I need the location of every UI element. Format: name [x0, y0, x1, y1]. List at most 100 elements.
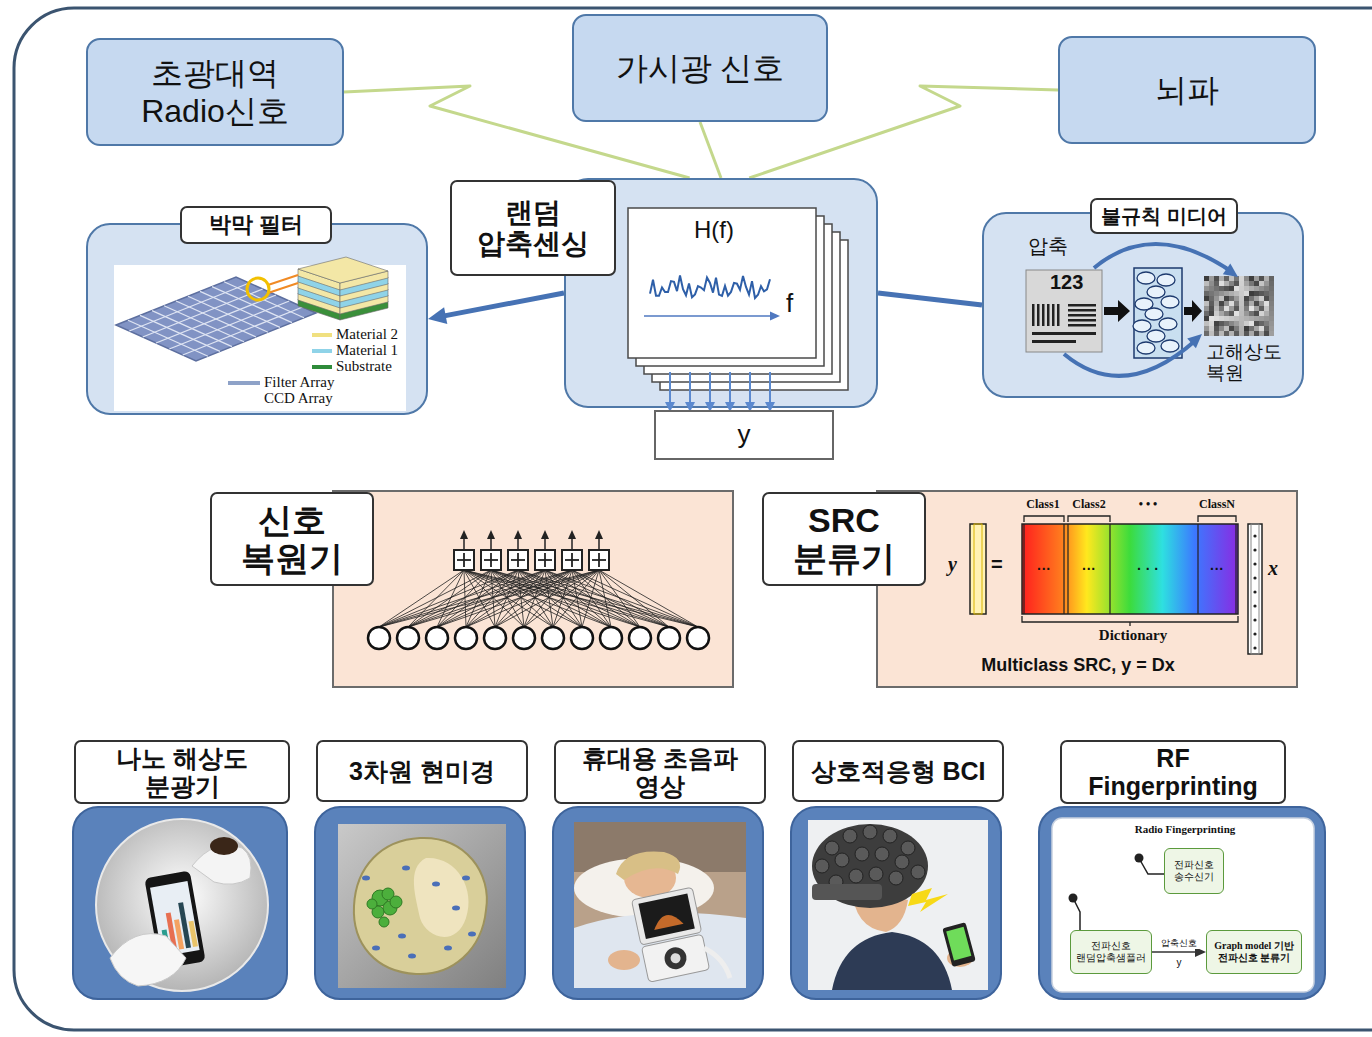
- art-rect: [1209, 326, 1214, 331]
- art-rect: [1214, 311, 1219, 316]
- art-line: [571, 538, 573, 550]
- art-circle: [390, 896, 402, 908]
- art-rect: [1244, 291, 1249, 296]
- art-line: [408, 570, 545, 627]
- art-ellipse: [468, 932, 476, 937]
- art-rect: [1244, 311, 1249, 316]
- art-path: [568, 530, 576, 539]
- art-rect: [1032, 304, 1035, 326]
- art-rect: [1269, 291, 1274, 296]
- art-polygon: [116, 277, 316, 361]
- art-rect: [1239, 331, 1244, 336]
- art-rect: [1269, 316, 1274, 321]
- art-rect: [1234, 321, 1239, 326]
- art-rect: [1244, 331, 1249, 336]
- art-rect: [1229, 281, 1234, 286]
- art-circle: [849, 869, 863, 883]
- box-label: 초광대역 Radio신호: [88, 50, 342, 135]
- art-rect: [1209, 316, 1214, 321]
- art-rect: [1249, 296, 1254, 301]
- art-path: [1024, 516, 1064, 522]
- art-rect: [1219, 326, 1224, 331]
- label-slot: · · ·: [1128, 562, 1168, 576]
- connector: [440, 293, 564, 317]
- art-rect: [1224, 321, 1229, 326]
- art-rect: [1264, 291, 1269, 296]
- algorithm-panel: 신호 복원기: [332, 490, 734, 688]
- art-rect: [1239, 321, 1244, 326]
- art-rect: [1269, 286, 1274, 291]
- label-slot: H(f): [694, 218, 734, 242]
- art-rect: [942, 922, 976, 967]
- panel-title: 나노 해상도 분광기: [86, 744, 278, 800]
- art-rect: [1214, 306, 1219, 311]
- arrow-head: [428, 307, 447, 324]
- art-circle: [96, 819, 268, 991]
- art-rect: [1264, 296, 1269, 301]
- art-rect: [338, 824, 506, 988]
- art-rect: [1269, 311, 1274, 316]
- art-circle: [1253, 604, 1256, 607]
- art-line: [408, 570, 518, 627]
- art-path: [1198, 516, 1236, 522]
- heading-tab: SRC 분류기: [762, 492, 926, 586]
- art-rect: [1052, 304, 1055, 326]
- art-line: [463, 553, 465, 567]
- node-illustration: [334, 492, 736, 690]
- art-line: [599, 570, 698, 627]
- art-rect: [1244, 326, 1249, 331]
- art-rect: [1244, 296, 1249, 301]
- art-rect: [1269, 276, 1274, 281]
- art-rect: [1254, 286, 1259, 291]
- art-circle: [911, 865, 925, 879]
- signal-source-box: 초광대역 Radio신호: [86, 38, 344, 146]
- art-rect: [1259, 291, 1264, 296]
- figure-label: x: [1268, 558, 1278, 578]
- art-rect: [535, 550, 555, 570]
- heading-tab: 3차원 현미경: [316, 740, 528, 802]
- art-rect: [1249, 276, 1254, 281]
- rf-block: Graph model 기반 전파신호 분류기: [1206, 930, 1302, 974]
- art-rect: [574, 822, 746, 988]
- art-line: [312, 365, 332, 369]
- art-ellipse: [1147, 286, 1165, 298]
- figure-label: Material 1: [336, 343, 398, 358]
- art-rect: [1022, 524, 1238, 614]
- art-line: [169, 301, 289, 349]
- label-slot: Radio Fingerprinting: [1080, 824, 1290, 835]
- art-ellipse: [1161, 340, 1179, 352]
- art-circle: [426, 627, 448, 649]
- heading-tab: 박막 필터: [180, 206, 332, 244]
- art-line: [463, 538, 465, 550]
- art-rect: [1234, 281, 1239, 286]
- art-ellipse: [1145, 308, 1163, 320]
- connector-layer: [316, 808, 528, 1002]
- box-label: y: [730, 415, 759, 454]
- art-line: [644, 315, 772, 317]
- art-path: [908, 888, 948, 912]
- art-g: [942, 922, 976, 967]
- art-circle: [883, 829, 897, 843]
- art-rect: [1259, 326, 1264, 331]
- figure-label: · · ·: [1128, 562, 1168, 576]
- art-rect: [1254, 316, 1259, 321]
- art-rect: [1239, 286, 1244, 291]
- art-circle: [1253, 576, 1256, 579]
- art-rect: [1214, 276, 1219, 281]
- art-rect: [1259, 301, 1264, 306]
- art-rect: [1239, 301, 1244, 306]
- art-rect: [1254, 291, 1259, 296]
- connector: [1152, 951, 1198, 953]
- label-slot: y: [1172, 958, 1186, 968]
- signal-source-box: 뇌파: [1058, 36, 1316, 144]
- art-ellipse: [452, 906, 460, 911]
- node-illustration: [554, 808, 766, 1002]
- art-rect: [1224, 281, 1229, 286]
- art-line: [1067, 524, 1068, 614]
- connector-layer: [74, 808, 290, 1002]
- figure-label: 고해상도 복원: [1206, 342, 1302, 384]
- node-illustration: [792, 808, 1004, 1002]
- art-rect: [481, 550, 501, 570]
- algorithm-panel: SRC 분류기Class1Class2• • •ClassNy=······· …: [876, 490, 1298, 688]
- art-rect: [1204, 276, 1209, 281]
